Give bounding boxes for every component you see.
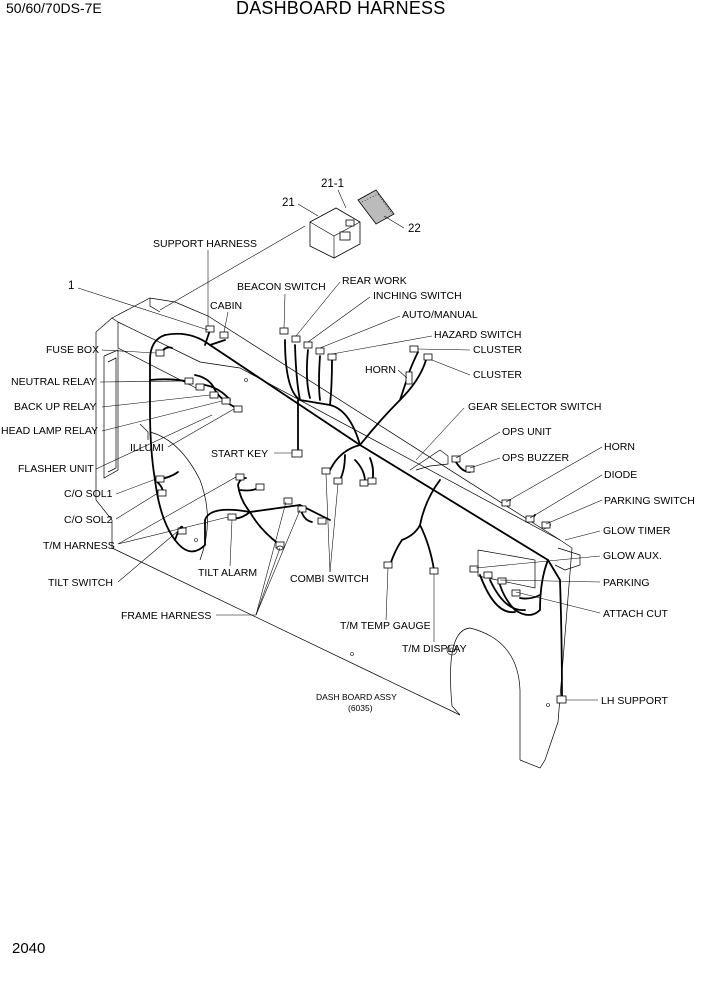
page-number: 2040 [12,940,46,957]
label-dash-board-assy: DASH BOARD ASSY [316,692,397,702]
label-tm-temp-gauge: T/M TEMP GAUGE [340,620,431,632]
label-head-lamp-relay: HEAD LAMP RELAY [1,425,98,437]
label-flasher-unit: FLASHER UNIT [18,463,94,475]
label-co-sol2: C/O SOL2 [64,514,113,526]
label-dash-board-code: (6035) [348,703,373,713]
leader-lines [77,189,603,701]
dash-board-panel [95,297,581,769]
label-22: 22 [408,223,421,235]
label-parking: PARKING [603,577,649,589]
label-cluster-2: CLUSTER [473,369,522,381]
label-21: 21 [282,197,295,209]
label-start-key: START KEY [211,448,268,460]
label-tilt-switch: TILT SWITCH [48,577,113,589]
label-1: 1 [68,280,74,292]
callout-labels: 21-1 21 22 1 SUPPORT HARNESS CABIN BEACO… [1,178,695,713]
label-co-sol1: C/O SOL1 [64,488,113,500]
label-inching-switch: INCHING SWITCH [373,290,462,302]
label-parking-switch: PARKING SWITCH [604,495,695,507]
label-lh-support: LH SUPPORT [601,695,668,707]
label-tm-harness: T/M HARNESS [43,540,115,552]
connectors [155,325,567,704]
label-hazard-switch: HAZARD SWITCH [434,329,522,341]
label-horn-top: HORN [365,364,396,376]
label-ops-buzzer: OPS BUZZER [502,452,570,464]
label-cabin: CABIN [210,300,242,312]
label-21-1: 21-1 [321,178,344,190]
label-horn-right: HORN [604,441,635,453]
label-glow-aux: GLOW AUX. [603,550,662,562]
label-attach-cut: ATTACH CUT [603,608,669,620]
label-back-up-relay: BACK UP RELAY [14,401,96,413]
label-beacon-switch: BEACON SWITCH [237,281,326,293]
label-rear-work: REAR WORK [342,275,407,287]
label-combi-switch: COMBI SWITCH [290,573,369,585]
label-auto-manual: AUTO/MANUAL [402,309,478,321]
model-code: 50/60/70DS-7E [6,0,102,16]
label-diode: DIODE [604,469,637,481]
label-glow-timer: GLOW TIMER [603,525,671,537]
label-cluster-1: CLUSTER [473,344,522,356]
label-neutral-relay: NEUTRAL RELAY [11,376,96,388]
label-gear-selector-switch: GEAR SELECTOR SWITCH [468,401,601,413]
mesh-plate-22 [357,189,395,225]
label-tm-display: T/M DISPLAY [402,643,467,655]
label-ops-unit: OPS UNIT [502,426,552,438]
label-illumi: ILLUMI [130,442,164,454]
page-title: DASHBOARD HARNESS [236,0,446,18]
label-support-harness: SUPPORT HARNESS [153,238,257,250]
label-frame-harness: FRAME HARNESS [121,610,211,622]
label-tilt-alarm: TILT ALARM [198,567,257,579]
label-fuse-box: FUSE BOX [46,344,99,356]
relay-box-assembly [309,207,361,259]
